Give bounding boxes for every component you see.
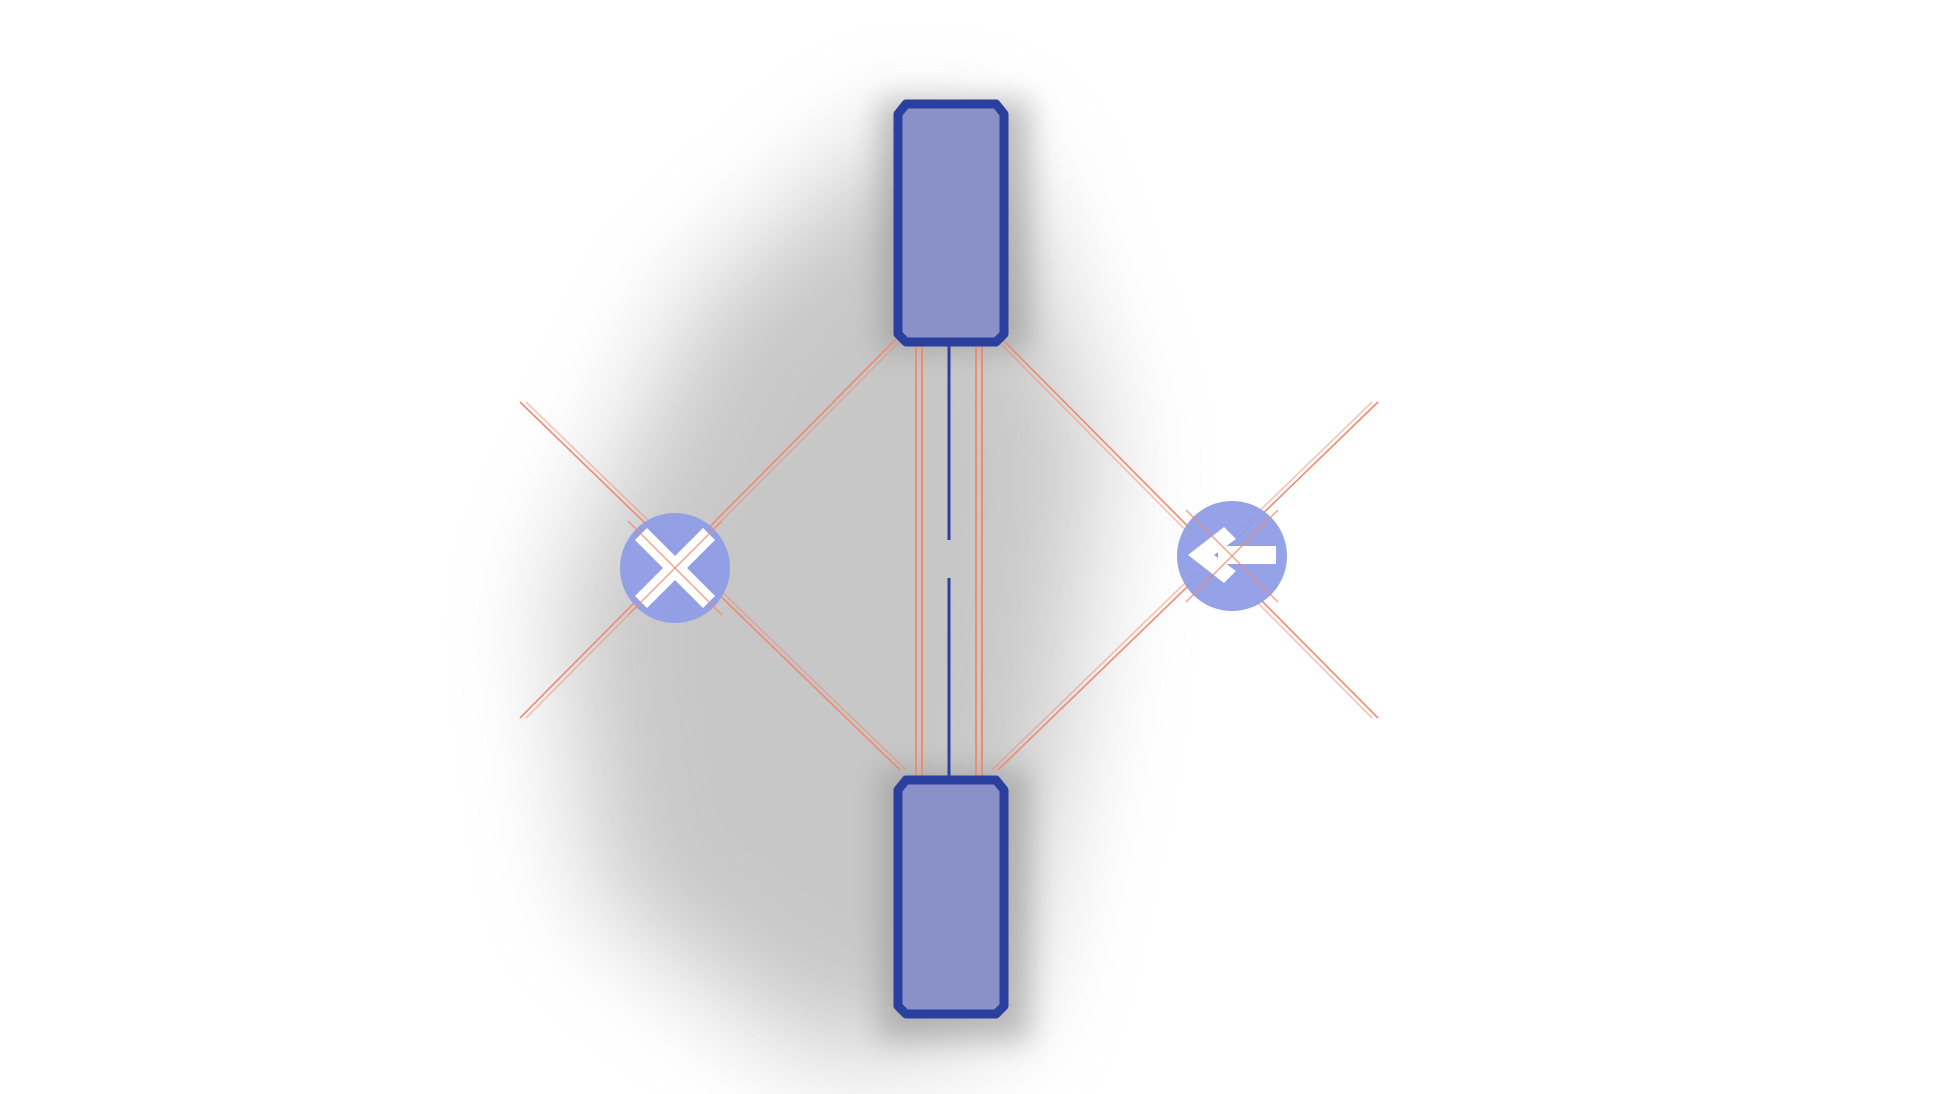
- right-beam-upper-2: [991, 401, 1373, 771]
- close-icon: [620, 513, 730, 623]
- vertical-beams: [915, 342, 983, 780]
- arrow-left-icon: [1177, 501, 1287, 611]
- top-post: [893, 99, 1009, 347]
- bottom-post: [893, 775, 1009, 1019]
- right-beam-lower-2: [991, 334, 1373, 719]
